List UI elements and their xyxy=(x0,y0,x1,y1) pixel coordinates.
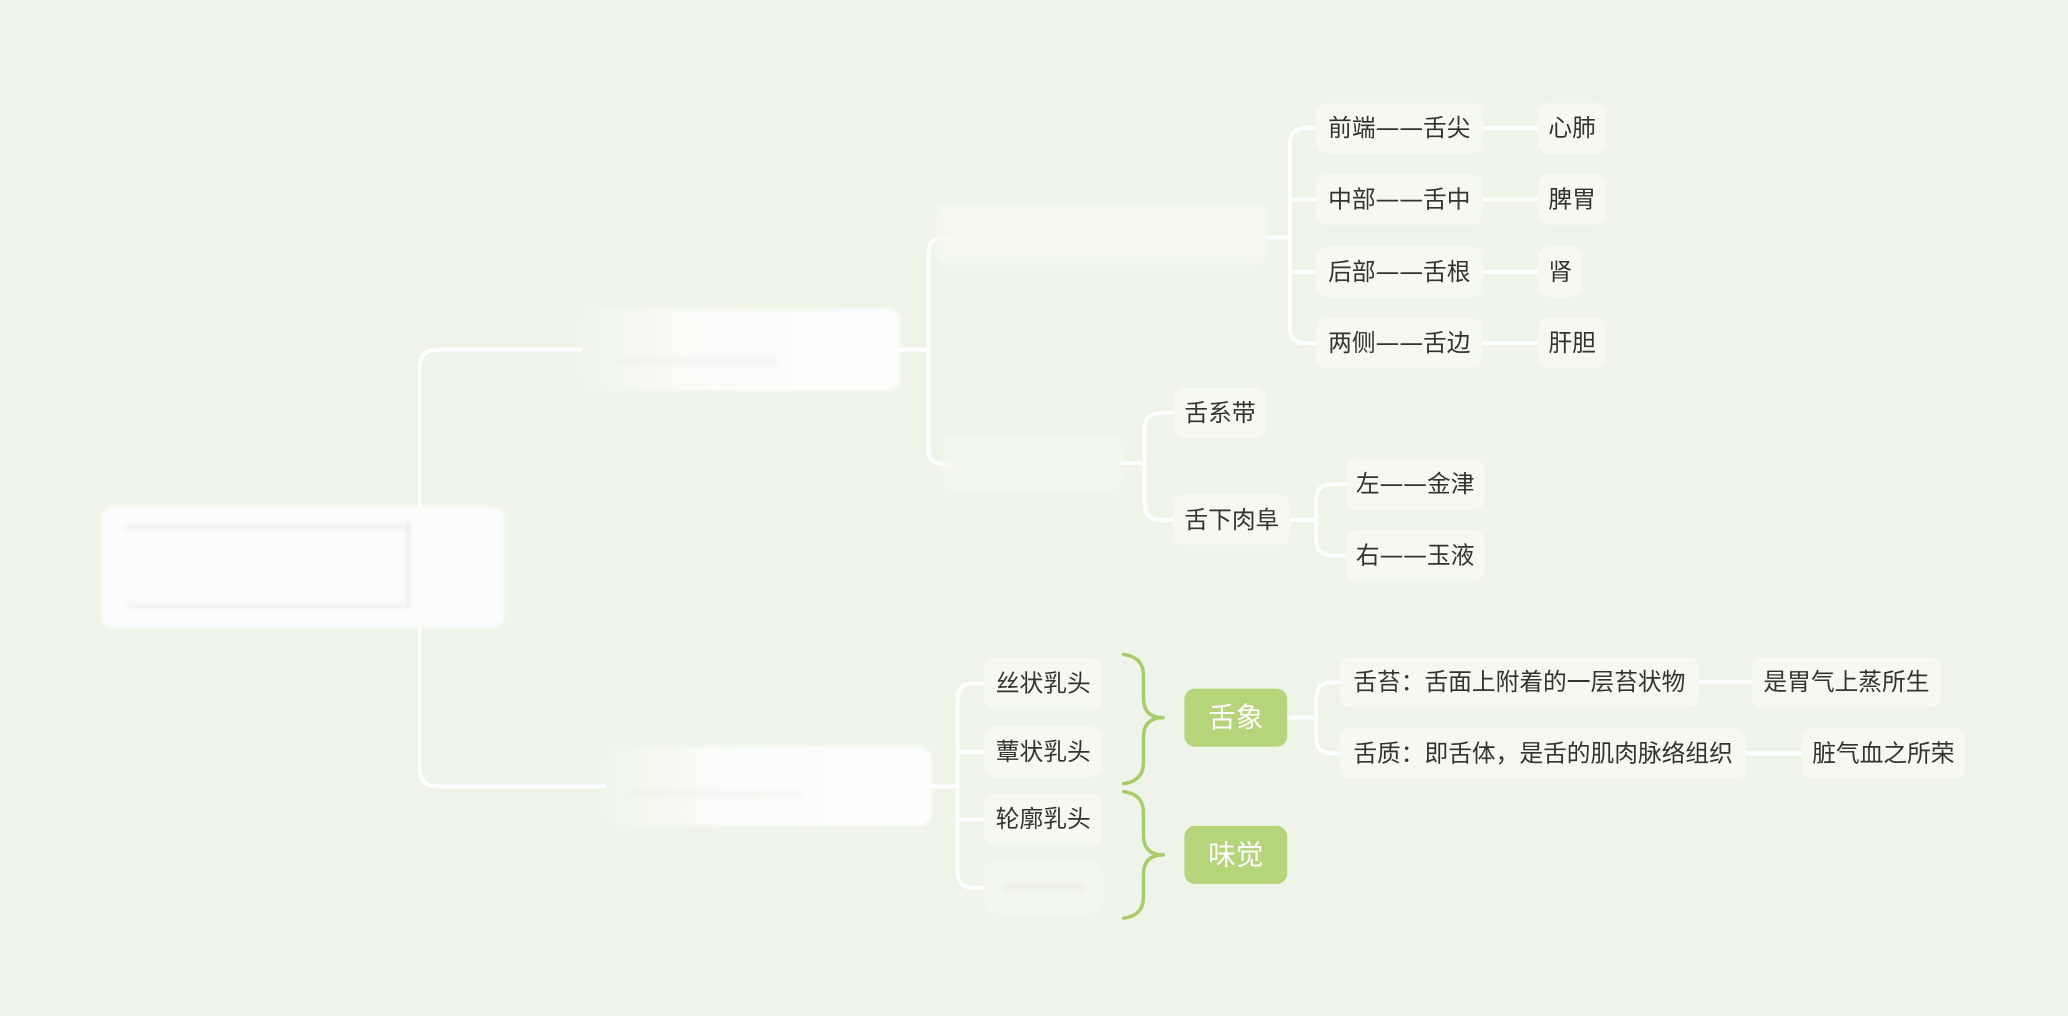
region-label: 前端——舌尖 xyxy=(1328,114,1470,142)
papilla-node[interactable]: 蕈状乳头 xyxy=(983,726,1103,778)
region-node[interactable]: 前端——舌尖 xyxy=(1316,103,1483,154)
connectors xyxy=(417,126,1804,890)
appearance-tag-label: 舌象 xyxy=(1208,701,1263,734)
organ-label: 肝胆 xyxy=(1548,329,1595,357)
organ-node[interactable]: 脾胃 xyxy=(1537,174,1607,225)
caruncle-child-label: 左——金津 xyxy=(1356,470,1475,498)
region-node[interactable]: 两侧——舌边 xyxy=(1316,318,1483,369)
top-branch-node[interactable] xyxy=(580,308,900,391)
organ-label: 脾胃 xyxy=(1548,185,1595,213)
appearance-note-label: 脏气血之所荣 xyxy=(1812,739,1954,767)
root-node[interactable] xyxy=(101,506,504,629)
summary-brace xyxy=(1121,652,1165,786)
region-label: 后部——舌根 xyxy=(1328,258,1470,286)
appearance-tag[interactable]: 舌象 xyxy=(1184,688,1288,747)
appearance-note-node[interactable]: 脏气血之所荣 xyxy=(1801,728,1966,779)
region-node[interactable]: 中部——舌中 xyxy=(1316,174,1483,225)
caruncle-child-node[interactable]: 左——金津 xyxy=(1345,459,1486,510)
taste-tag[interactable]: 味觉 xyxy=(1184,825,1288,884)
organ-label: 肾 xyxy=(1548,258,1572,286)
connector xyxy=(926,347,955,467)
appearance-item-node[interactable]: 舌苔：舌面上附着的一层苔状物 xyxy=(1339,657,1699,708)
organ-node[interactable]: 肾 xyxy=(1537,246,1583,297)
connector xyxy=(1287,126,1319,346)
organ-label: 心肺 xyxy=(1548,114,1595,142)
taste-tag-label: 味觉 xyxy=(1208,838,1263,871)
connector xyxy=(417,626,607,789)
appearance-note-label: 是胃气上蒸所生 xyxy=(1763,668,1929,696)
caruncle-child-node[interactable]: 右——玉液 xyxy=(1345,530,1486,581)
summary-brace xyxy=(1121,789,1165,920)
connector xyxy=(1142,411,1176,522)
appearance-item-node[interactable]: 舌质：即舌体，是舌的肌肉脉络组织 xyxy=(1339,728,1747,779)
underside-label: 舌系带 xyxy=(1184,399,1255,427)
top-sub-branch-node[interactable] xyxy=(936,204,1267,265)
papilla-node[interactable]: 丝状乳头 xyxy=(983,658,1103,709)
connector xyxy=(1314,680,1342,756)
papilla-node-hidden[interactable] xyxy=(983,862,1103,913)
papilla-node[interactable]: 轮廓乳头 xyxy=(983,794,1103,845)
region-label: 中部——舌中 xyxy=(1328,185,1470,213)
region-node[interactable]: 后部——舌根 xyxy=(1316,246,1483,297)
connector xyxy=(955,681,986,890)
appearance-note-node[interactable]: 是胃气上蒸所生 xyxy=(1751,657,1942,708)
organ-node[interactable]: 心肺 xyxy=(1537,103,1607,154)
underside-sub-branch-node[interactable] xyxy=(944,435,1122,491)
papilla-label: 丝状乳头 xyxy=(996,669,1091,697)
organ-node[interactable]: 肝胆 xyxy=(1537,318,1607,369)
underside-label: 舌下肉阜 xyxy=(1184,506,1279,534)
connector xyxy=(417,347,583,509)
papilla-label: 轮廓乳头 xyxy=(996,805,1091,833)
region-label: 两侧——舌边 xyxy=(1328,329,1471,357)
appearance-item-label: 舌质：即舌体，是舌的肌肉脉络组织 xyxy=(1353,739,1733,767)
caruncle-child-label: 右——玉液 xyxy=(1356,541,1475,569)
bottom-branch-node[interactable] xyxy=(604,746,932,826)
underside-node[interactable]: 舌下肉阜 xyxy=(1173,494,1290,545)
connector xyxy=(1314,482,1348,558)
appearance-item-label: 舌苔：舌面上附着的一层苔状物 xyxy=(1353,668,1685,696)
papilla-label: 蕈状乳头 xyxy=(996,738,1091,766)
underside-node[interactable]: 舌系带 xyxy=(1173,387,1267,439)
